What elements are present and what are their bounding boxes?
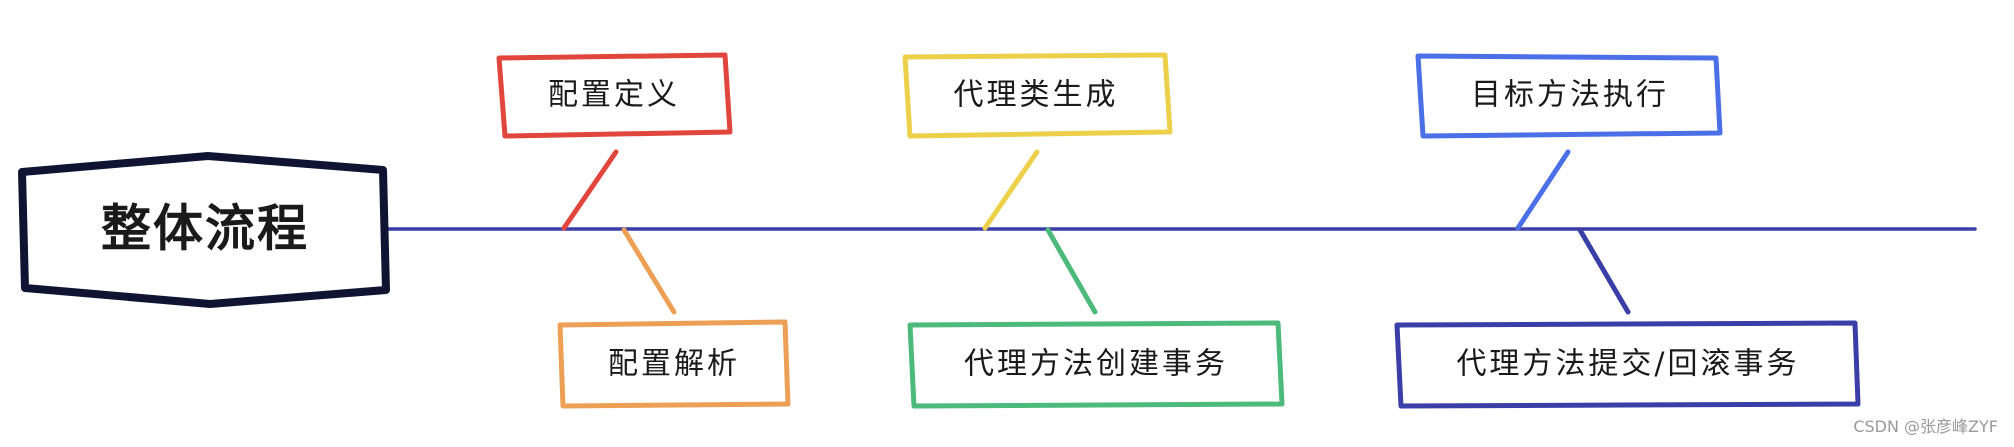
node-proxy-create-tx: 代理方法创建事务 bbox=[907, 320, 1285, 409]
node-label-config-define: 配置定义 bbox=[548, 78, 680, 113]
node-box-proxy-commit-rollback bbox=[1394, 320, 1861, 409]
node-box-target-exec bbox=[1415, 53, 1723, 139]
main-label: 整体流程 bbox=[101, 200, 309, 258]
node-box-config-parse bbox=[557, 319, 791, 409]
node-label-target-exec: 目标方法执行 bbox=[1471, 78, 1669, 113]
connector-proxy-class-gen bbox=[982, 149, 1040, 231]
connector-config-define bbox=[561, 149, 619, 231]
node-box-proxy-class-gen bbox=[902, 52, 1173, 139]
node-config-define: 配置定义 bbox=[496, 52, 733, 139]
node-label-proxy-commit-rollback: 代理方法提交/回滚事务 bbox=[1456, 347, 1799, 382]
node-target-exec: 目标方法执行 bbox=[1415, 53, 1723, 139]
node-label-proxy-class-gen: 代理类生成 bbox=[954, 78, 1119, 113]
connector-target-exec bbox=[1515, 149, 1571, 231]
node-label-config-parse: 配置解析 bbox=[608, 347, 740, 382]
node-box-config-define bbox=[496, 52, 733, 139]
node-config-parse: 配置解析 bbox=[557, 319, 791, 409]
watermark: CSDN @张彦峰ZYF bbox=[1853, 417, 1998, 436]
connector-config-parse bbox=[621, 227, 677, 315]
node-label-proxy-create-tx: 代理方法创建事务 bbox=[964, 347, 1228, 382]
main-box: 整体流程 bbox=[18, 152, 390, 308]
node-proxy-commit-rollback: 代理方法提交/回滚事务 bbox=[1394, 320, 1861, 409]
connector-proxy-create-tx bbox=[1045, 227, 1098, 315]
node-box-proxy-create-tx bbox=[907, 320, 1285, 409]
node-proxy-class-gen: 代理类生成 bbox=[902, 52, 1173, 139]
connector-proxy-commit-rollback bbox=[1577, 227, 1631, 315]
main-box-shape bbox=[18, 152, 390, 308]
